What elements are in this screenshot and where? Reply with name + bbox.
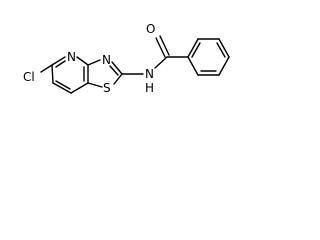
bond-c7-c6 [52, 82, 72, 94]
thiazole-nitrogen-label: N [102, 53, 111, 67]
bond-ph-3-4-double [216, 42, 226, 58]
bond-c5-n4 [51, 56, 66, 66]
bond-ph-4-5 [218, 56, 230, 76]
bond-n3-c2 [111, 61, 123, 75]
amide-nitrogen-label: N [145, 67, 154, 81]
bond-carbonyl-c-o-double [159, 35, 170, 56]
carbonyl-oxygen-label: O [146, 22, 155, 36]
bond-carbonyl-c-o [155, 37, 166, 58]
bond-s1-c7a [87, 82, 103, 88]
bond-cl-c5 [40, 64, 53, 73]
bond-ph-1-2 [187, 38, 199, 58]
pyridine-nitrogen-label: N [67, 50, 76, 64]
bond-c6-c5 [51, 64, 54, 84]
bond-ph-6-1 [187, 56, 199, 76]
bond-n4-c3a [76, 56, 89, 66]
bond-c2-s1 [113, 73, 123, 85]
amide-hydrogen-label: H [145, 81, 154, 95]
bonds [40, 35, 230, 94]
sulfur-atom-label: S [103, 81, 111, 95]
bond-ph-1-2-double [191, 42, 201, 58]
bond-n3-c2-double [109, 65, 119, 76]
bond-c7-c6-double [55, 80, 71, 90]
chemical-structure-diagram: Cl N N S N H O [23, 22, 230, 95]
bond-c7a-c7 [70, 82, 89, 94]
bond-nh-carbonyl-c [154, 56, 168, 69]
atom-labels: Cl N N S N H O [23, 22, 155, 95]
bond-c3a-n3 [87, 59, 101, 66]
bond-ph-3-4 [218, 38, 230, 58]
chlorine-atom-label: Cl [23, 70, 35, 84]
bond-c5-n4-double [55, 60, 66, 68]
